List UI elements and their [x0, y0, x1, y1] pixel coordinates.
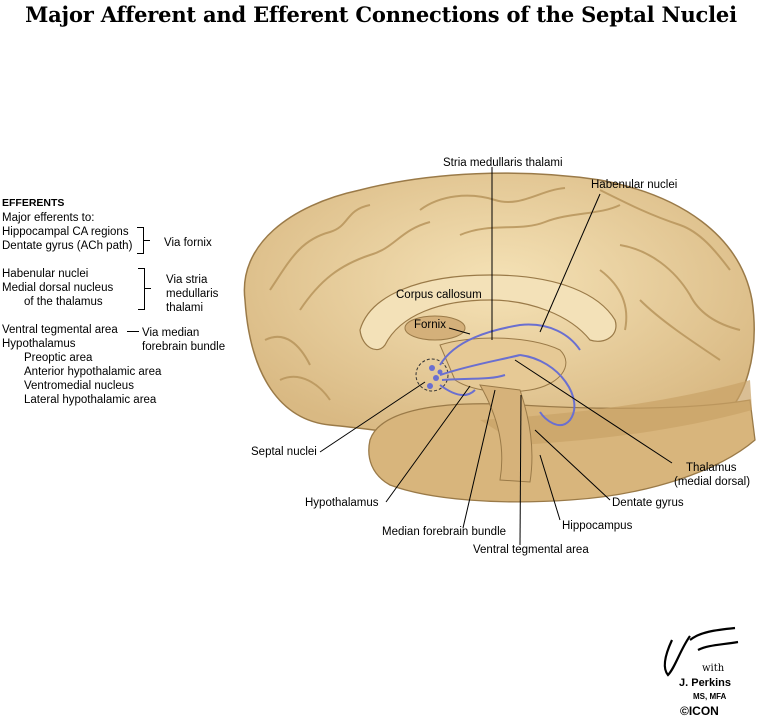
efferent-target: Hypothalamus [2, 338, 76, 350]
label-thalamus: Thalamus [686, 462, 737, 474]
label-hypothalamus: Hypothalamus [305, 497, 379, 509]
label-median-forebrain-bundle: Median forebrain bundle [382, 526, 507, 538]
fornix-region [404, 315, 466, 341]
septal-dots [427, 365, 443, 389]
page-title: Major Afferent and Efferent Connections … [25, 2, 737, 27]
efferent-target: Dentate gyrus (ACh path) [2, 240, 133, 252]
hypothalamus-subarea: Ventromedial nucleus [24, 380, 134, 392]
via-stria-label: thalami [166, 302, 204, 314]
label-septal-nuclei: Septal nuclei [251, 446, 317, 458]
icon-logo: ©ICON [680, 704, 719, 718]
label-corpus-callosum: Corpus callosum [396, 289, 482, 301]
via-fornix-label: Via fornix [164, 237, 212, 249]
brainstem [479, 384, 533, 483]
efferent-target: Hippocampal CA regions [2, 226, 129, 238]
corpus-callosum [359, 274, 617, 351]
via-mfb-label: Via median [142, 327, 200, 339]
label-ventral-tegmental-area: Ventral tegmental area [473, 544, 589, 556]
efferent-target: Ventral tegmental area [2, 324, 118, 336]
signature-with: with [702, 663, 725, 674]
efferent-target: Medial dorsal nucleus [2, 282, 114, 294]
septal-circle [415, 358, 449, 392]
label-hippocampus: Hippocampus [562, 520, 633, 532]
label-thalamus-sub: (medial dorsal) [674, 476, 751, 488]
hypothalamus-subarea: Anterior hypothalamic area [24, 366, 162, 378]
signature-coauthor: J. Perkins [679, 677, 731, 689]
label-dentate-gyrus: Dentate gyrus [612, 497, 684, 509]
label-habenular-nuclei: Habenular nuclei [591, 179, 678, 191]
efferent-target: Habenular nuclei [2, 268, 89, 280]
via-stria-label: Via stria [166, 274, 208, 286]
via-mfb-label: forebrain bundle [142, 341, 226, 353]
via-stria-label: medullaris [166, 288, 219, 300]
efferents-intro: Major efferents to: [2, 212, 95, 224]
cerebrum [243, 172, 755, 447]
efferents-heading: EFFERENTS [2, 197, 65, 209]
pathways [439, 323, 581, 426]
label-stria-medullaris: Stria medullaris thalami [443, 157, 563, 169]
efferent-target: of the thalamus [24, 296, 103, 308]
signature-credentials: MS, MFA [693, 692, 727, 701]
brace [138, 268, 145, 310]
brace [137, 227, 144, 254]
hypothalamus-subarea: Preoptic area [24, 352, 93, 364]
label-fornix: Fornix [414, 319, 446, 331]
hypothalamus-subarea: Lateral hypothalamic area [24, 394, 157, 406]
